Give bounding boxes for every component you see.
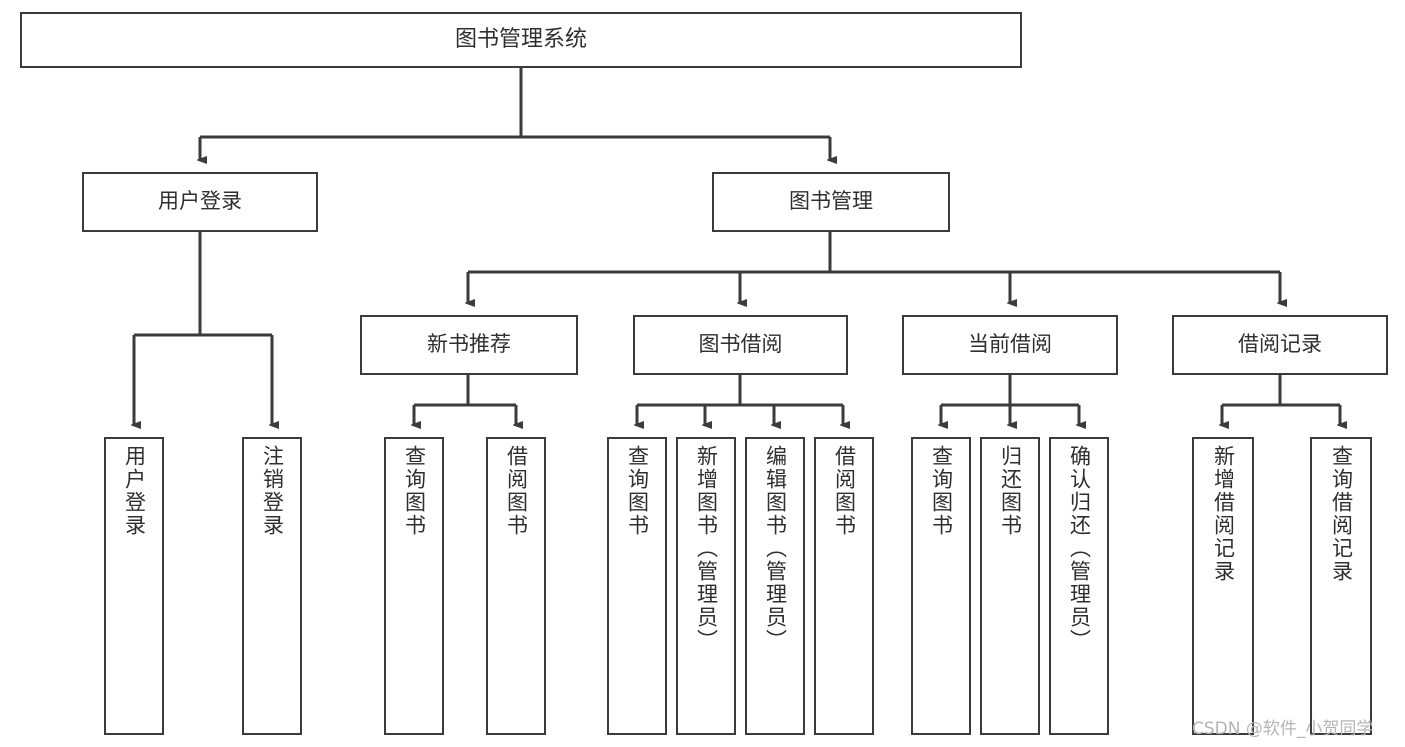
node-new-book-recommend-label: 新书推荐 xyxy=(427,332,511,357)
leaf-new-book-borrow[interactable]: 借阅图书 xyxy=(486,437,546,735)
leaf-user-login-login[interactable]: 用户登录 xyxy=(104,437,164,735)
leaf-user-login-logout-label: 注销登录 xyxy=(260,445,285,537)
leaf-user-login-logout[interactable]: 注销登录 xyxy=(242,437,302,735)
node-current-borrow[interactable]: 当前借阅 xyxy=(902,315,1118,375)
leaf-current-borrow-confirm-label: 确认归还（管理员） xyxy=(1067,445,1092,652)
node-book-borrow-label: 图书借阅 xyxy=(698,332,783,357)
node-user-login[interactable]: 用户登录 xyxy=(82,172,318,232)
leaf-book-borrow-borrow[interactable]: 借阅图书 xyxy=(814,437,874,735)
leaf-book-borrow-borrow-label: 借阅图书 xyxy=(832,445,857,537)
leaf-book-borrow-add-label: 新增图书（管理员） xyxy=(694,445,719,652)
leaf-current-borrow-return-label: 归还图书 xyxy=(998,445,1023,537)
leaf-borrow-record-query-label: 查询借阅记录 xyxy=(1329,445,1354,583)
csdn-watermark: CSDN @软件_小贺同学 xyxy=(1192,719,1374,739)
leaf-borrow-record-add-label: 新增借阅记录 xyxy=(1211,445,1236,583)
leaf-book-borrow-edit[interactable]: 编辑图书（管理员） xyxy=(745,437,805,735)
leaf-current-borrow-query[interactable]: 查询图书 xyxy=(911,437,971,735)
leaf-book-borrow-query-label: 查询图书 xyxy=(625,445,650,537)
node-book-borrow[interactable]: 图书借阅 xyxy=(633,315,848,375)
node-root-label: 图书管理系统 xyxy=(454,26,587,52)
leaf-new-book-query[interactable]: 查询图书 xyxy=(384,437,444,735)
node-current-borrow-label: 当前借阅 xyxy=(968,332,1052,357)
leaf-book-borrow-add[interactable]: 新增图书（管理员） xyxy=(676,437,736,735)
leaf-borrow-record-add[interactable]: 新增借阅记录 xyxy=(1192,437,1254,735)
node-book-management[interactable]: 图书管理 xyxy=(712,172,950,232)
leaf-current-borrow-query-label: 查询图书 xyxy=(929,445,954,537)
leaf-book-borrow-edit-label: 编辑图书（管理员） xyxy=(763,445,788,652)
node-book-management-label: 图书管理 xyxy=(789,189,873,214)
leaf-user-login-login-label: 用户登录 xyxy=(122,445,147,537)
node-borrow-record-label: 借阅记录 xyxy=(1238,332,1322,357)
node-root[interactable]: 图书管理系统 xyxy=(20,12,1022,68)
node-user-login-label: 用户登录 xyxy=(158,189,242,214)
node-borrow-record[interactable]: 借阅记录 xyxy=(1172,315,1388,375)
node-new-book-recommend[interactable]: 新书推荐 xyxy=(360,315,578,375)
leaf-book-borrow-query[interactable]: 查询图书 xyxy=(607,437,667,735)
leaf-borrow-record-query[interactable]: 查询借阅记录 xyxy=(1310,437,1372,735)
leaf-new-book-borrow-label: 借阅图书 xyxy=(504,445,529,537)
leaf-current-borrow-confirm[interactable]: 确认归还（管理员） xyxy=(1049,437,1109,735)
leaf-new-book-query-label: 查询图书 xyxy=(402,445,427,537)
leaf-current-borrow-return[interactable]: 归还图书 xyxy=(980,437,1040,735)
